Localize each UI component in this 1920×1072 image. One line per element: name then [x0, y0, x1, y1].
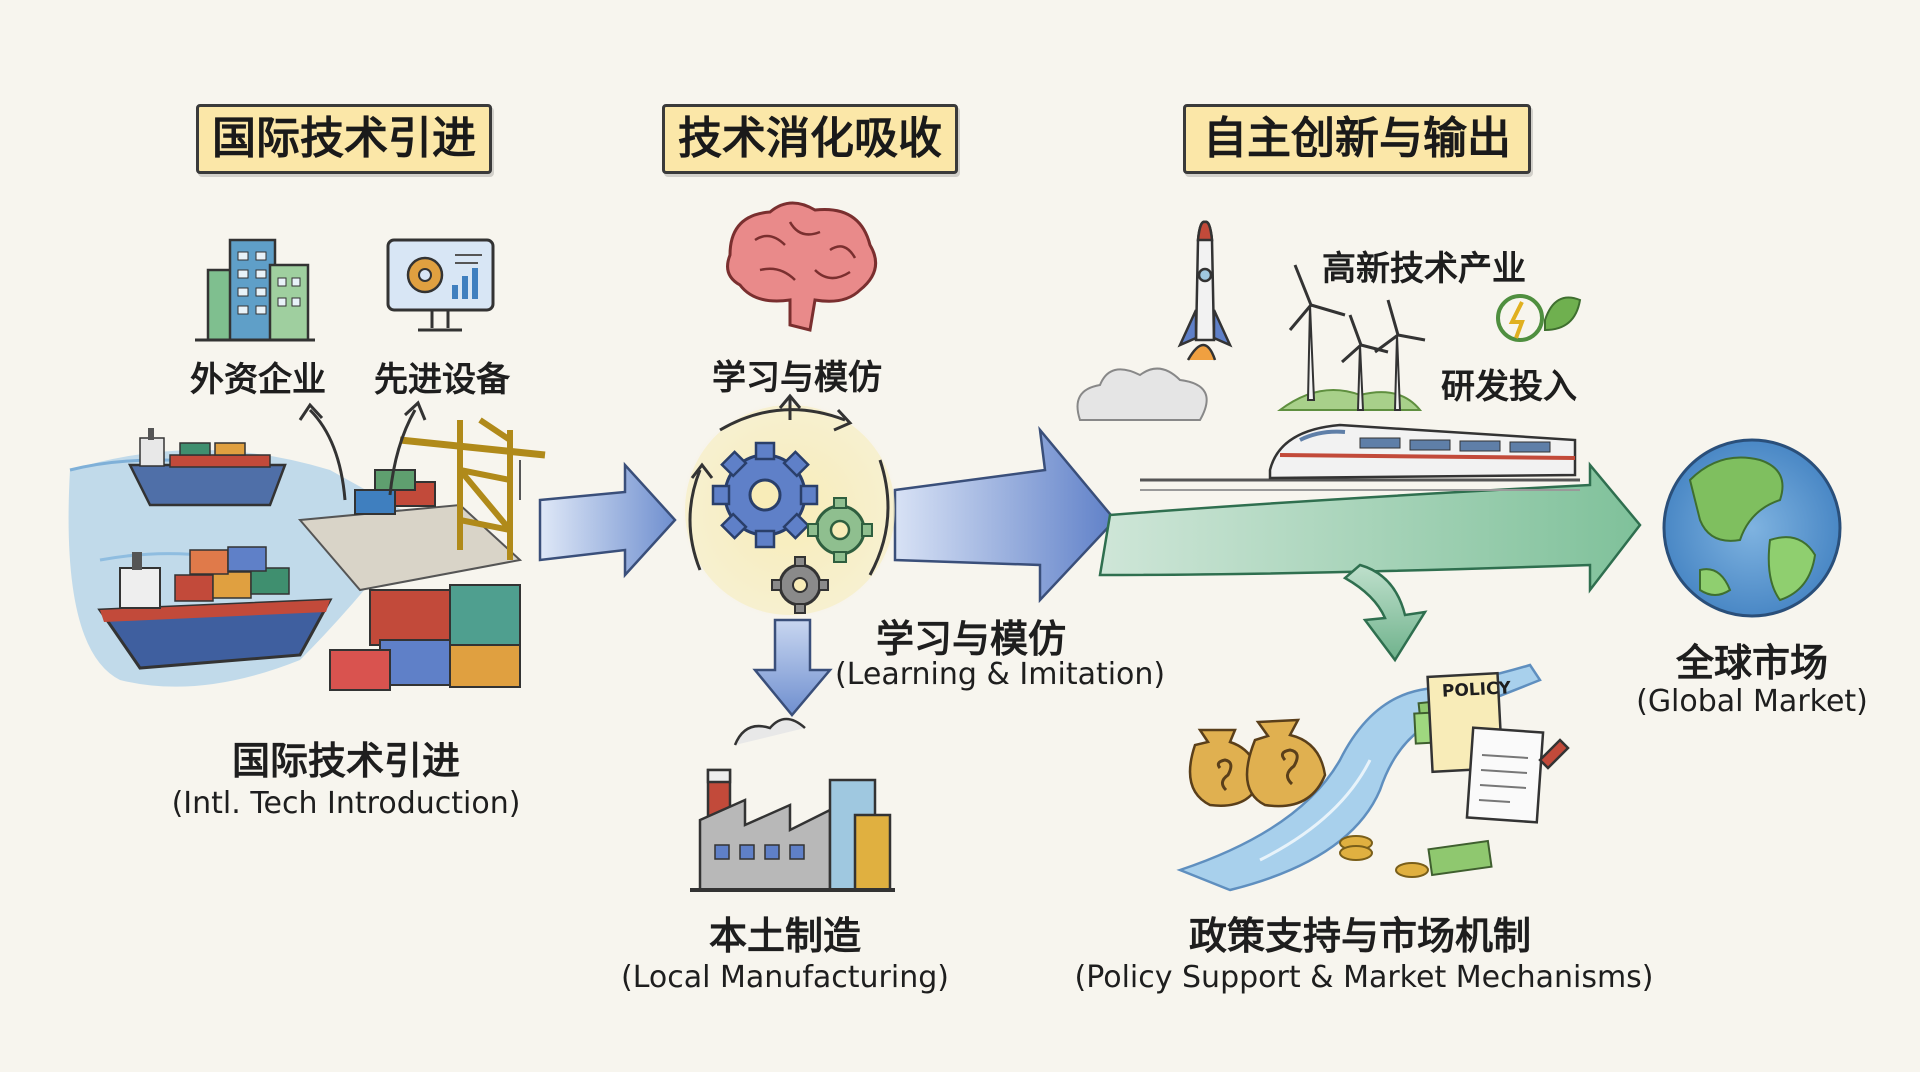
policy-document-icon: [1426, 671, 1570, 824]
local-mfg-label-zh: 本土制造: [708, 914, 862, 958]
flow-arrow-intro-to-absorb: [538, 461, 677, 579]
brain-icon: [726, 201, 878, 332]
rocket-icon: [1177, 220, 1233, 361]
intl-intro-label-en: (Intl. Tech Introduction): [171, 786, 521, 821]
learning-label-zh: 学习与模仿: [876, 617, 1067, 661]
intl-intro-label-zh: 国际技术引进: [231, 739, 461, 783]
flow-arrow-down-to-policy: [1342, 563, 1428, 663]
factory-icon: [690, 717, 895, 892]
port-scene: [68, 400, 546, 691]
wind-turbine-icon: [1288, 264, 1426, 411]
rnd-investment-label: 研发投入: [1441, 367, 1577, 407]
stage-banner-innovate: 自主创新与输出: [1183, 104, 1531, 174]
learning-top-label: 学习与模仿: [712, 358, 882, 398]
cargo-ship-icon: [97, 546, 333, 670]
flow-arrow-absorb-to-innovate: [893, 425, 1117, 604]
stage-banner-intro: 国际技术引进: [196, 104, 492, 174]
flow-arrow-down-to-manufacturing: [752, 618, 833, 717]
cargo-ship-icon: [127, 428, 287, 507]
river-icon: [1176, 663, 1542, 892]
office-buildings-icon: [195, 238, 315, 342]
gears-cycle-icon: [680, 393, 900, 620]
hitech-industry-label: 高新技术产业: [1322, 249, 1526, 289]
innovation-scene: [1076, 367, 1580, 491]
green-energy-icon: [1496, 294, 1582, 342]
learning-label-en: (Learning & Imitation): [835, 657, 1166, 692]
policy-label-zh: 政策支持与市场机制: [1188, 914, 1532, 958]
advanced-equipment-label: 先进设备: [374, 360, 510, 400]
flow-arrow-to-global-market: [1098, 461, 1642, 594]
policy-label-en: (Policy Support & Market Mechanisms): [1074, 960, 1654, 995]
money-bag-icon: [1188, 718, 1327, 808]
global-market-label-zh: 全球市场: [1675, 641, 1829, 685]
stage-banner-absorb: 技术消化吸收: [662, 104, 958, 174]
shipping-container-icon: [329, 469, 521, 691]
computer-gear-icon: [386, 238, 495, 332]
high-speed-train-icon: [1268, 423, 1577, 480]
policy-document-label: POLICY: [1441, 678, 1512, 702]
globe-icon: [1662, 438, 1842, 618]
foreign-firms-label: 外资企业: [190, 360, 326, 400]
local-mfg-label-en: (Local Manufacturing): [621, 960, 949, 995]
port-crane-icon: [399, 417, 546, 560]
global-market-label-en: (Global Market): [1636, 684, 1868, 719]
